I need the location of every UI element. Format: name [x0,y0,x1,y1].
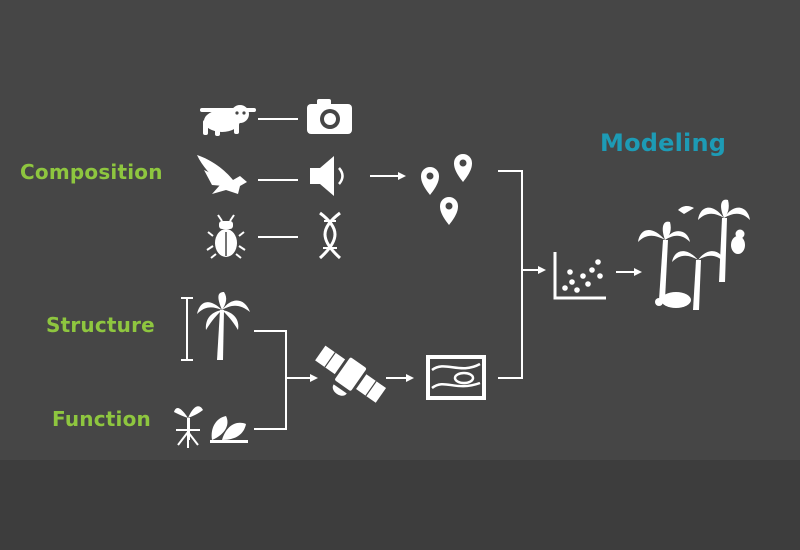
ecosystem-icon [638,199,750,310]
scatter-plot-icon [553,252,606,300]
map-pins-icon [421,154,472,225]
structure-label: Structure [46,313,155,337]
beetle-icon [206,214,246,259]
arrowheads [310,172,642,382]
connector-lines [181,118,636,430]
palm-tree-icon [197,292,250,360]
leaf-plant-icon [210,416,248,443]
sloth-icon [200,105,256,136]
raster-map-icon [426,355,486,400]
function-label: Function [52,407,151,431]
camera-icon [307,99,352,134]
seedling-roots-icon [174,406,203,448]
eagle-icon [197,155,247,194]
composition-label: Composition [20,160,163,184]
speaker-icon [310,156,344,196]
satellite-icon [315,345,387,403]
dna-icon [318,211,342,260]
modeling-label: Modeling [600,129,727,157]
